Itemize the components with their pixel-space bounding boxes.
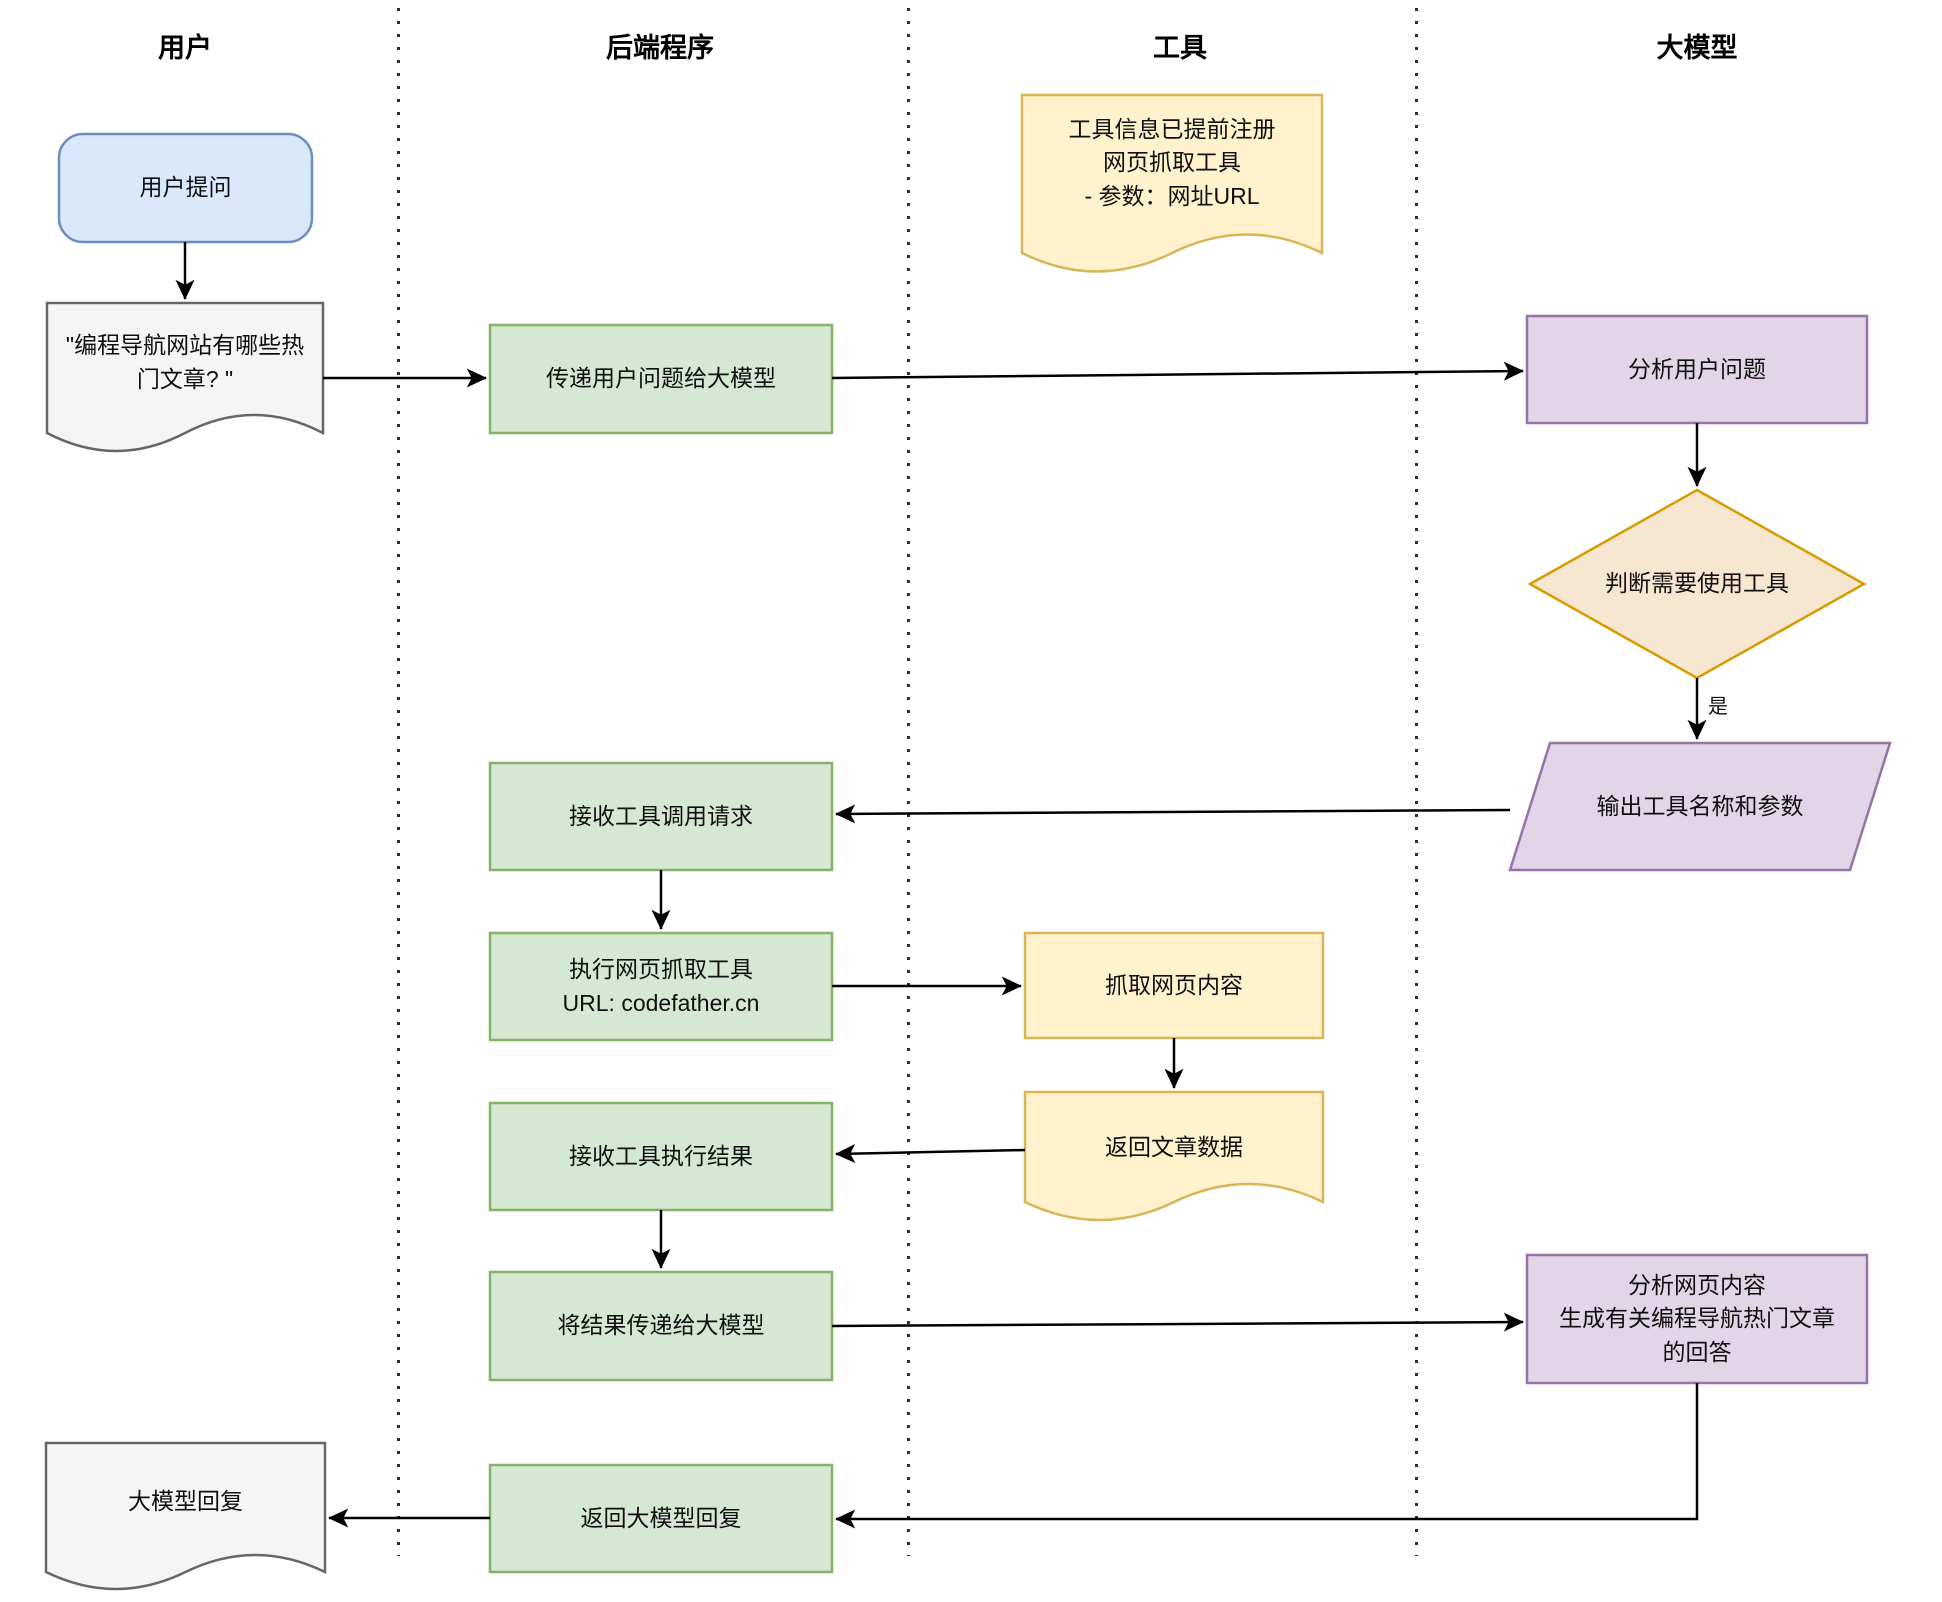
pass-question-shape — [488, 323, 834, 435]
lane-header-backend: 后端程序 — [606, 33, 714, 63]
output-tool-shape — [1508, 741, 1892, 872]
decide-tool-label: 判断需要使用工具 — [1605, 570, 1789, 597]
tool-note-shape — [1020, 93, 1324, 273]
exec-tool-label: 执行网页抓取工具 URL: codefather.cn — [562, 956, 760, 1016]
lane-header-model: 大模型 — [1656, 33, 1738, 63]
fetch-content-label: 抓取网页内容 — [1105, 971, 1243, 998]
tool-note-label: 工具信息已提前注册 网页抓取工具 - 参数：网址URL — [1068, 115, 1276, 209]
lane-divider-1 — [397, 8, 400, 1556]
return-reply-shape — [488, 1463, 834, 1574]
question-doc-shape — [45, 301, 325, 453]
analyze-question-label: 分析用户问题 — [1628, 355, 1766, 382]
lane-divider-2 — [907, 8, 910, 1556]
receive-call-shape — [488, 761, 834, 872]
arrow-pass-result-to-analyze-content — [831, 1312, 1524, 1332]
lane-header-user: 用户 — [158, 33, 212, 63]
question-doc-label: "编程导航网站有哪些热 门文章? " — [65, 332, 305, 392]
user-question-label: 用户提问 — [139, 174, 232, 201]
receive-result-shape — [488, 1101, 834, 1212]
arrow-pass-question-to-analyze-question — [831, 361, 1524, 381]
model-reply-shape — [44, 1441, 327, 1591]
arrow-analyze-content-to-return-reply — [835, 1383, 1699, 1529]
return-data-label: 返回文章数据 — [1105, 1134, 1243, 1161]
pass-result-shape — [488, 1270, 834, 1382]
arrow-return-data-to-receive-result — [835, 1144, 1026, 1164]
analyze-content-label: 分析网页内容 生成有关编程导航热门文章 的回答 — [1559, 1271, 1835, 1365]
decision-yes-label: 是 — [1708, 696, 1728, 718]
output-tool-label: 输出工具名称和参数 — [1596, 792, 1804, 819]
return-data-shape — [1023, 1090, 1325, 1222]
return-reply-label: 返回大模型回复 — [580, 1504, 742, 1531]
receive-call-label: 接收工具调用请求 — [569, 802, 753, 829]
arrow-output-tool-to-receive-call — [835, 804, 1511, 824]
exec-tool-shape — [488, 931, 834, 1042]
analyze-content-shape — [1525, 1253, 1869, 1385]
model-reply-label: 大模型回复 — [128, 1488, 243, 1515]
lane-header-tool: 工具 — [1153, 33, 1207, 63]
receive-result-label: 接收工具执行结果 — [569, 1142, 753, 1169]
pass-result-label: 将结果传递给大模型 — [557, 1312, 765, 1339]
fetch-content-shape — [1023, 931, 1325, 1040]
analyze-question-shape — [1525, 314, 1869, 425]
pass-question-label: 传递用户问题给大模型 — [546, 365, 776, 392]
lane-divider-3 — [1415, 8, 1418, 1556]
